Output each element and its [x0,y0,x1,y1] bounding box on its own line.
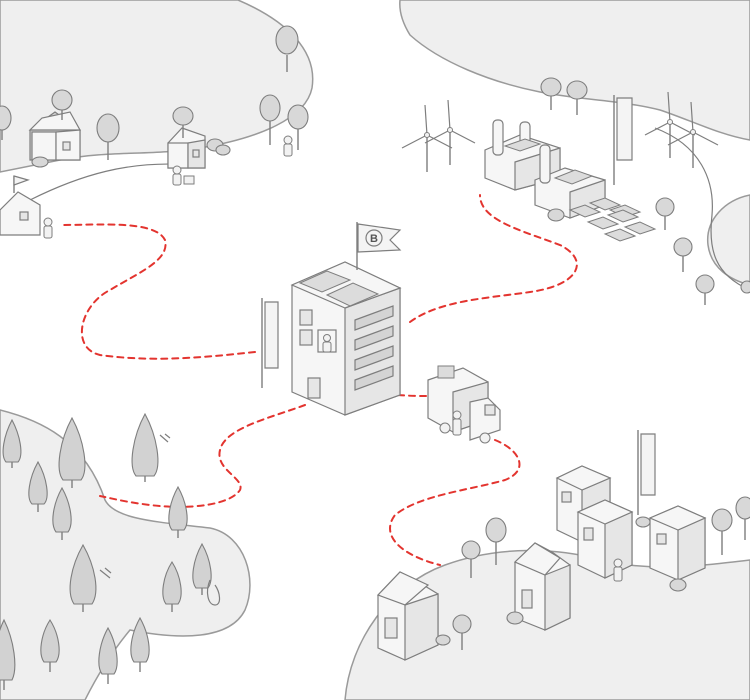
route-truck-to-town [389,439,521,566]
pine-tree [168,485,188,538]
pine-tree [2,418,22,468]
townhouse [376,571,439,661]
facade-stripe [354,305,394,331]
tree [0,105,12,140]
land-right-lake [707,194,750,286]
tree [566,80,588,115]
tree [485,517,507,565]
town [376,430,750,661]
bush [435,634,451,646]
house [0,175,41,236]
village-top-left [0,25,309,239]
forest [0,412,221,690]
tree [172,106,194,138]
banner-flag [640,433,656,496]
person [172,165,195,186]
tree [735,496,750,540]
tree [96,113,120,160]
pine-tree [98,626,118,684]
pine-tree [69,543,97,612]
terrain-line-top-left [29,163,191,201]
pine-tree [131,412,159,482]
roof-solar-panel [298,270,352,293]
wind-turbine [667,101,719,168]
pine-tree [28,460,48,512]
tree [259,94,281,145]
land-bottom-left [0,409,251,700]
route-hq-to-truck [397,394,431,397]
route-hq-to-forest [99,404,306,508]
tree [452,614,472,650]
route-hq-to-factory [409,194,578,323]
cargo-box [437,365,455,379]
facade-stripe [354,325,394,351]
tree [275,25,299,72]
facade-stripe [354,365,394,391]
truck-wheel [479,432,491,444]
house [167,127,206,169]
tree [461,540,481,578]
pine-tree [52,486,72,540]
bush [31,156,49,168]
tree [655,197,675,230]
tree [695,274,715,305]
banner-flag [264,301,279,369]
axe-icon [159,433,171,443]
route-paths [59,194,578,566]
pine-tree [58,416,86,488]
factory-building [534,144,606,219]
house [28,111,82,161]
bush [506,611,524,625]
window [299,309,313,326]
brand-logo-letter: B [370,233,378,245]
bush [740,280,750,294]
axe-icon [99,567,112,579]
pine-tree [40,618,60,672]
person [322,334,332,353]
person [43,217,53,239]
route-hq-to-village [59,223,256,360]
solar-panel-field [568,197,657,242]
wind-turbine [424,99,476,165]
tree [540,77,562,110]
bush [635,516,651,528]
banner-flag [616,97,633,161]
brand-logo-circle [365,229,383,247]
headquarters-building: B [261,222,402,416]
window [299,329,313,346]
tree [51,89,73,120]
tree [287,104,309,150]
bush [215,144,231,156]
pine-tree [130,616,150,672]
wind-turbine [401,104,453,172]
rope-icon [206,579,221,606]
pine-tree [192,542,212,595]
door [307,377,321,399]
land-top-right [399,0,750,141]
energy-park [401,77,750,305]
apartment-building [648,505,707,581]
bush [669,578,687,592]
terrain-line-right [654,127,750,291]
townhouse [513,542,571,631]
apartment-building [576,499,634,579]
tree [711,508,733,555]
person [452,410,462,436]
truck-wheel [439,422,451,434]
facade-stripe [354,345,394,371]
pine-tree [162,560,182,612]
delivery-truck [427,365,501,444]
bush [547,208,565,222]
tree [673,237,693,272]
person [283,135,293,157]
person [613,558,623,582]
roof-solar-panel [325,282,380,307]
pine-tree [0,618,16,690]
